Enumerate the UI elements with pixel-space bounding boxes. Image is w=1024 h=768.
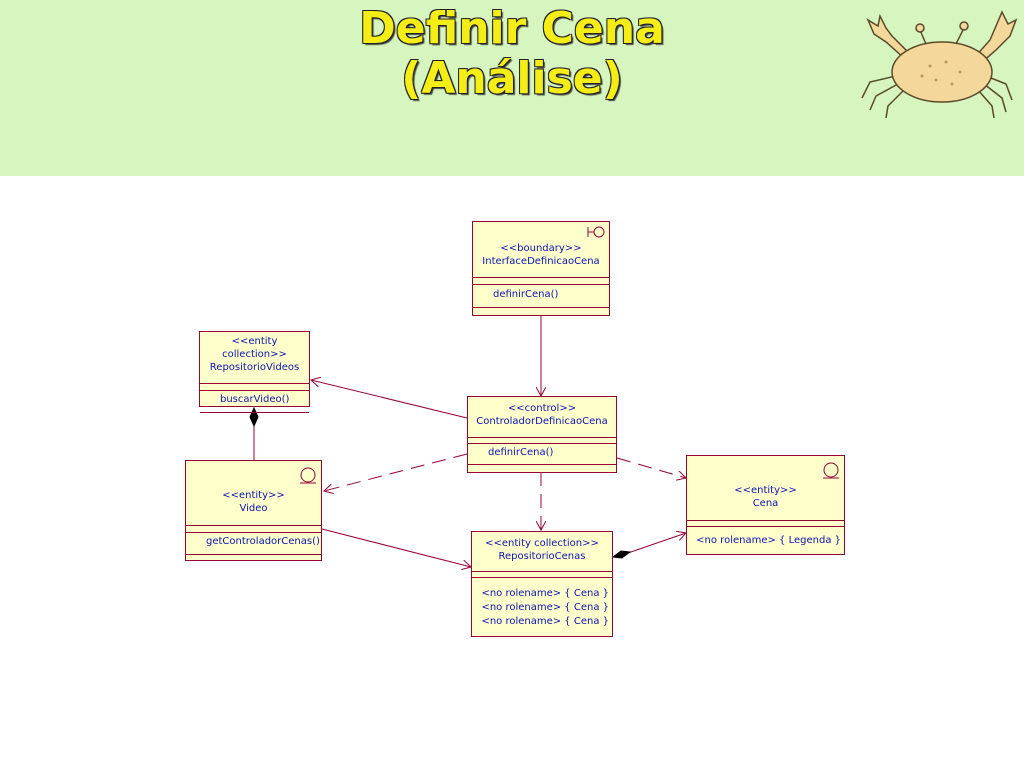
operation: buscarVideo() bbox=[220, 394, 290, 405]
class-repositorio-cenas: <<entity collection>> RepositorioCenas <… bbox=[471, 531, 613, 637]
class-cena: <<entity>> Cena <no rolename> { Legenda … bbox=[686, 455, 845, 555]
class-stereotype: <<entity collection>> bbox=[222, 336, 287, 360]
composition-diamond-repovideos bbox=[249, 406, 259, 428]
dep-controller-cena bbox=[616, 457, 686, 478]
class-name: Video bbox=[239, 503, 268, 514]
class-name: InterfaceDefinicaoCena bbox=[482, 256, 600, 267]
slide-title: Definir Cena (Análise) bbox=[262, 4, 762, 104]
class-video: <<entity>> Video getControladorCenas() bbox=[185, 460, 322, 561]
assoc-controller-repovideos bbox=[311, 380, 468, 419]
class-stereotype: <<entity collection>> bbox=[485, 538, 599, 549]
attribute: <no rolename> { Cena } bbox=[481, 616, 609, 627]
dep-controller-video bbox=[324, 453, 468, 491]
class-name: ControladorDefinicaoCena bbox=[476, 416, 608, 427]
entity-icon bbox=[823, 462, 839, 479]
composition-diamond-repocenas bbox=[611, 550, 632, 559]
crab-icon bbox=[861, 10, 1018, 119]
slide-header: Definir Cena (Análise) bbox=[0, 0, 1024, 176]
title-line-2: (Análise) bbox=[401, 53, 623, 104]
operation: definirCena() bbox=[493, 289, 559, 300]
class-stereotype: <<entity>> bbox=[734, 485, 797, 496]
assoc-video-repocenas bbox=[321, 528, 471, 567]
class-name: Cena bbox=[752, 498, 779, 509]
class-controlador-definicao-cena: <<control>> ControladorDefinicaoCena def… bbox=[467, 396, 617, 473]
entity-icon bbox=[300, 467, 316, 484]
attribute: <no rolename> { Cena } bbox=[481, 588, 609, 599]
boundary-icon bbox=[587, 226, 605, 238]
operation: getControladorCenas() bbox=[206, 536, 320, 547]
class-stereotype: <<control>> bbox=[507, 403, 577, 414]
class-name: RepositorioCenas bbox=[498, 551, 586, 562]
attribute: <no rolename> { Cena } bbox=[481, 602, 609, 613]
class-name: RepositorioVideos bbox=[209, 362, 300, 373]
class-interface-definicao-cena: <<boundary>> InterfaceDefinicaoCena defi… bbox=[472, 221, 610, 316]
class-repositorio-videos: <<entity collection>> RepositorioVideos … bbox=[199, 331, 310, 413]
class-stereotype: <<entity>> bbox=[222, 490, 285, 501]
attribute: <no rolename> { Legenda } bbox=[696, 535, 841, 546]
comp-repocenas-cena bbox=[627, 533, 686, 554]
operation: definirCena() bbox=[488, 447, 554, 458]
title-line-1: Definir Cena bbox=[359, 3, 665, 54]
class-stereotype: <<boundary>> bbox=[500, 243, 582, 254]
